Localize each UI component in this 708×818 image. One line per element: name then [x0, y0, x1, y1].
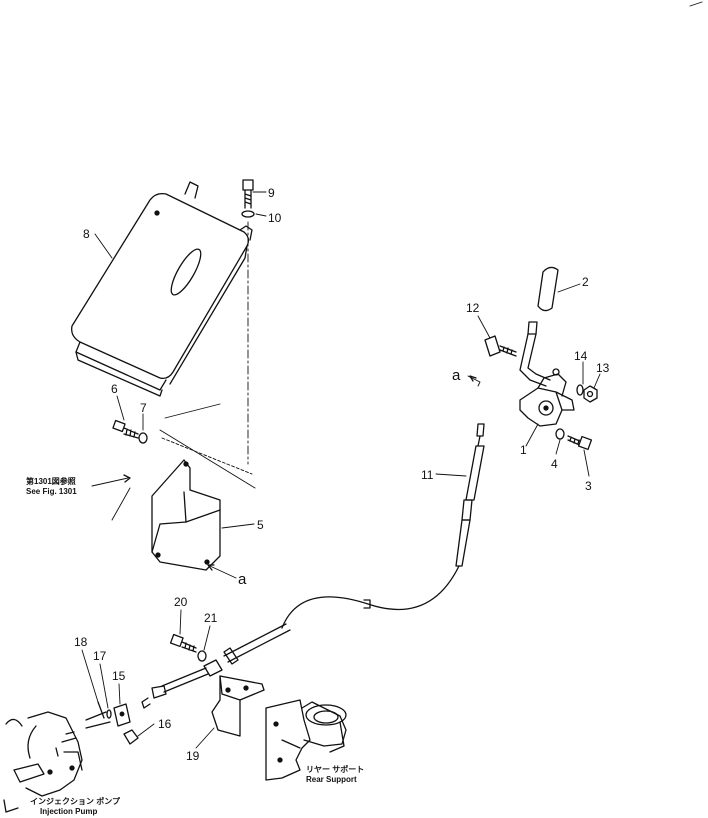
- frame-lines: [111, 403, 256, 521]
- pin-18: [97, 701, 105, 719]
- part-labels: 8 9 10 6 7 5 2 12 14 13 1 4 3 11 20 21 1…: [74, 186, 610, 763]
- label-5: 5: [257, 518, 264, 532]
- marker-a-bottom: a: [238, 571, 247, 588]
- injection-pump-caption-jp: インジェクション ポンプ: [30, 796, 121, 806]
- injection-pump: [3, 711, 111, 813]
- label-16: 16: [158, 717, 172, 731]
- block-15: [113, 703, 131, 727]
- plate-19: [211, 675, 265, 737]
- cap-16: [123, 729, 139, 745]
- bracket-5: [151, 459, 221, 571]
- label-12: 12: [466, 301, 480, 315]
- label-2: 2: [582, 275, 589, 289]
- knob-2: [537, 266, 559, 312]
- label-3: 3: [585, 479, 592, 493]
- arrow-a-bottom: [207, 564, 237, 579]
- see-fig-caption: See Fig. 1301: [26, 487, 77, 496]
- label-15: 15: [112, 669, 126, 683]
- bolt-20: [169, 633, 197, 653]
- cover-panel: [71, 181, 253, 397]
- marker-a-top: a: [452, 367, 461, 384]
- washer-7: [138, 432, 148, 444]
- label-13: 13: [596, 361, 610, 375]
- label-14: 14: [574, 349, 588, 363]
- leader-lines: [81, 191, 601, 749]
- rear-support: [265, 699, 347, 781]
- control-cable-11: [141, 423, 485, 709]
- label-21: 21: [204, 611, 218, 625]
- washer-21: [197, 650, 207, 662]
- bolt-9: [242, 179, 254, 209]
- label-8: 8: [83, 227, 90, 241]
- injection-pump-caption: Injection Pump: [40, 807, 97, 816]
- label-7: 7: [140, 401, 147, 415]
- label-11: 11: [421, 468, 434, 482]
- nut-13: [583, 385, 598, 403]
- label-17: 17: [93, 649, 107, 663]
- rear-support-caption-jp: リヤー サポート: [306, 764, 364, 774]
- label-18: 18: [74, 635, 88, 649]
- label-1: 1: [520, 443, 527, 457]
- clevis-12: [484, 335, 517, 357]
- lever-assembly-1: [519, 321, 575, 427]
- washer-14: [576, 384, 584, 396]
- bolt-6: [112, 419, 139, 439]
- corner-mark: [689, 1, 703, 7]
- see-fig-arrow: [91, 474, 131, 487]
- label-9: 9: [268, 186, 275, 200]
- washer-10: [241, 210, 255, 218]
- label-6: 6: [111, 382, 118, 396]
- label-4: 4: [551, 457, 558, 471]
- arrow-a-top: [467, 375, 481, 387]
- washer-4: [555, 428, 565, 440]
- bolt-3: [567, 435, 593, 451]
- washer-17: [106, 709, 112, 719]
- rear-support-caption: Rear Support: [306, 775, 357, 784]
- label-20: 20: [174, 595, 188, 609]
- see-fig-caption-jp: 第1301図参照: [26, 476, 76, 486]
- label-10: 10: [268, 211, 282, 225]
- label-19: 19: [186, 749, 200, 763]
